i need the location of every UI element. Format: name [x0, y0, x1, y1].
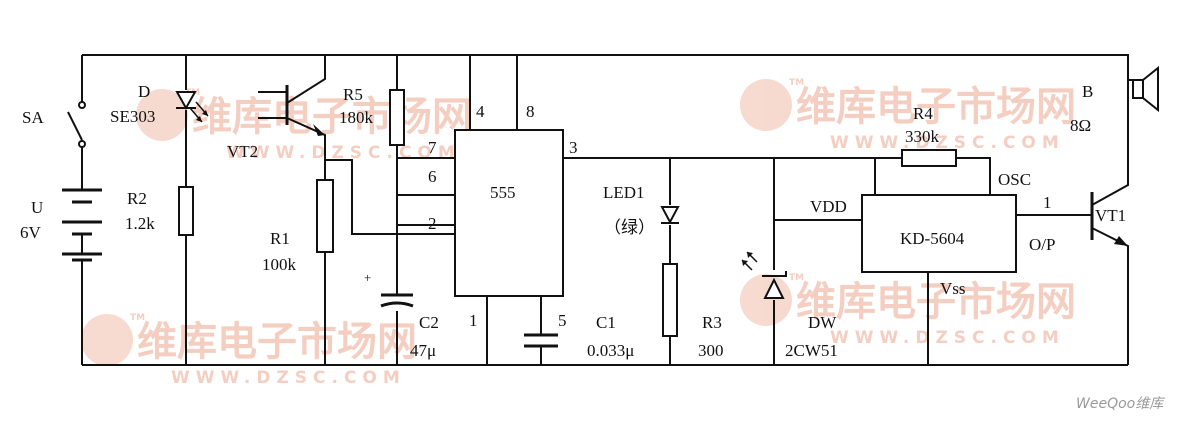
led-led1 [660, 206, 680, 225]
pin-4: 4 [476, 102, 485, 121]
transistor-vt2 [285, 85, 325, 136]
watermark-text: 维库电子市场网 [796, 84, 1076, 130]
watermark-text: 维库电子市场网 [796, 279, 1076, 325]
transistor-vt1 [1090, 192, 1128, 246]
watermark-url: WWW.DZSC.COM [830, 133, 1065, 153]
labels: SA U 6V D SE303 R2 1.2k VT2 R5 180k R1 1… [20, 82, 1126, 360]
label-c2-name: C2 [419, 313, 439, 332]
resistor-r2 [178, 186, 194, 236]
top-rail [82, 54, 1129, 80]
label-dw-name: DW [808, 313, 837, 332]
watermark-url: WWW.DZSC.COM [171, 368, 406, 388]
label-c2-plus: + [364, 270, 371, 285]
watermark-tm: TM [789, 273, 804, 283]
watermark-url: WWW.DZSC.COM [830, 328, 1065, 348]
watermark-1: 维库电子市场网 TM WWW.DZSC.COM [136, 88, 472, 163]
label-r2-value: 1.2k [125, 214, 155, 233]
label-c2-value: 47μ [410, 341, 436, 360]
watermark-tm: TM [130, 313, 145, 323]
label-b-name: B [1082, 82, 1093, 101]
ic-kd5604 [861, 194, 1017, 273]
switch-sa [67, 101, 86, 148]
label-r5-name: R5 [343, 85, 363, 104]
resistor-r3 [662, 263, 678, 337]
label-osc: OSC [998, 170, 1031, 189]
battery-u [62, 188, 102, 262]
watermark-text: 维库电子市场网 [192, 94, 472, 140]
label-u-value: 6V [20, 223, 42, 242]
photodiode-d [175, 91, 209, 123]
wires [81, 54, 1129, 366]
watermark-text: 维库电子市场网 [137, 319, 417, 365]
pin-6: 6 [428, 167, 437, 186]
label-c1-name: C1 [596, 313, 616, 332]
footer-logo: WeeQoo维库 [1076, 396, 1165, 412]
label-kd-pin1: 1 [1043, 193, 1052, 212]
label-op: O/P [1029, 235, 1055, 254]
ic-555 [454, 129, 564, 297]
label-r3-name: R3 [702, 313, 722, 332]
resistor-r1 [316, 179, 334, 253]
label-vt1: VT1 [1095, 206, 1126, 225]
label-d-value: SE303 [110, 107, 155, 126]
label-u-name: U [31, 198, 43, 217]
label-r1-value: 100k [262, 255, 297, 274]
capacitor-c1 [524, 333, 558, 348]
label-vt2: VT2 [227, 142, 258, 161]
speaker-b [1128, 65, 1159, 113]
watermark-3: 维库电子市场网 TM WWW.DZSC.COM [81, 313, 417, 388]
pin-8: 8 [526, 102, 535, 121]
ic-555-label: 555 [490, 183, 516, 202]
resistor-r4 [901, 149, 957, 167]
watermark-4: 维库电子市场网 TM WWW.DZSC.COM [740, 273, 1076, 348]
watermark-group: 维库电子市场网 TM WWW.DZSC.COM 维库电子市场网 TM WWW.D… [81, 78, 1076, 388]
label-r2-name: R2 [127, 189, 147, 208]
label-sa: SA [22, 108, 44, 127]
label-vss: Vss [940, 279, 966, 298]
pin-3: 3 [569, 138, 578, 157]
pin-2: 2 [428, 214, 437, 233]
watermark-2: 维库电子市场网 TM WWW.DZSC.COM [740, 78, 1076, 153]
label-led-name: LED1 [603, 183, 645, 202]
capacitor-c2 [380, 293, 414, 308]
label-r4-value: 330k [905, 127, 940, 146]
label-r1-name: R1 [270, 229, 290, 248]
watermark-tm: TM [789, 78, 804, 88]
label-c1-value: 0.033μ [587, 341, 634, 360]
label-r4-name: R4 [913, 104, 933, 123]
label-led-value: （绿） [604, 218, 655, 237]
pin-1: 1 [469, 311, 478, 330]
ic-kd-label: KD-5604 [900, 229, 965, 248]
label-dw-value: 2CW51 [785, 341, 838, 360]
label-b-value: 8Ω [1070, 116, 1091, 135]
label-d-name: D [138, 82, 150, 101]
resistor-r5 [389, 89, 405, 146]
zener-dw [741, 251, 787, 299]
pin-7: 7 [428, 138, 437, 157]
label-r3-value: 300 [698, 341, 724, 360]
pin-5: 5 [558, 311, 567, 330]
label-vdd: VDD [810, 197, 847, 216]
label-r5-value: 180k [339, 108, 374, 127]
